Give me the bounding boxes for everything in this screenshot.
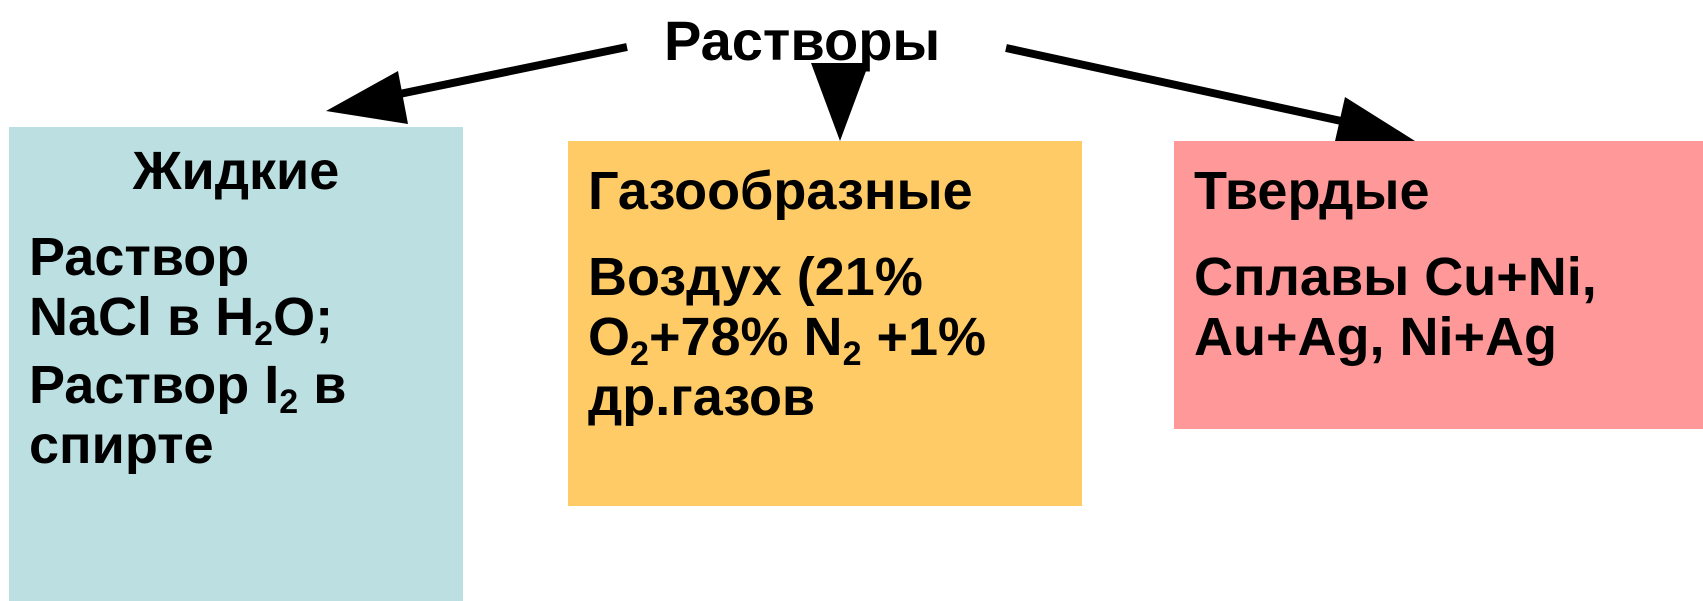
liquid-example-2-line-1: Раствор I2 в [29,355,463,419]
liquid-example-2: Раствор I2 в спирте [29,355,463,475]
arrow-to-liquid-shaft [384,43,628,101]
formula-text: +1% [861,307,987,367]
formula-text: Раствор I [29,355,280,415]
solid-example: Сплавы Cu+Ni, Au+Ag, Ni+Ag [1194,247,1703,367]
gas-example: Воздух (21% O2+78% N2 +1% др.газов [588,247,1082,427]
gas-example-line-3: др.газов [588,367,816,427]
gas-example-line-2: O2+78% N2 +1% [588,307,1082,371]
solid-example-line-2: Au+Ag, Ni+Ag [1194,307,1558,367]
box-gas: Газообразные Воздух (21% O2+78% N2 +1% д… [568,141,1082,506]
subscript: 2 [254,315,274,353]
formula-text: O [588,307,631,367]
formula-text: +78% N [648,307,843,367]
subscript: 2 [630,335,649,373]
solid-example-line-1: Сплавы Cu+Ni, [1194,247,1597,307]
arrow-to-gas-head [811,63,869,141]
gas-heading: Газообразные [588,161,973,221]
diagram-title: Растворы [664,9,941,72]
box-solid: Твердые Сплавы Cu+Ni, Au+Ag, Ni+Ag [1174,141,1703,429]
subscript: 2 [279,383,299,421]
arrow-to-liquid-head [326,71,408,124]
arrow-to-liquid [326,43,628,124]
formula-text: NaCl в H [29,287,255,347]
arrow-to-solid [1005,44,1415,150]
formula-text: в [298,355,347,415]
liquid-example-1-line-1: Раствор [29,227,250,287]
liquid-example-1: Раствор NaCl в H2O; [29,227,463,351]
arrow-to-solid-head [1333,97,1415,150]
formula-text: O; [273,287,334,347]
liquid-heading: Жидкие [132,141,340,201]
box-liquid: Жидкие Раствор NaCl в H2O; Раствор I2 в … [9,127,463,601]
gas-example-line-1: Воздух (21% [588,247,923,307]
solid-heading: Твердые [1194,161,1430,221]
arrow-to-solid-shaft [1005,44,1356,128]
arrow-to-gas [811,63,869,141]
liquid-example-2-line-2: спирте [29,415,214,475]
subscript: 2 [842,335,862,373]
liquid-example-1-line-2: NaCl в H2O; [29,287,463,351]
